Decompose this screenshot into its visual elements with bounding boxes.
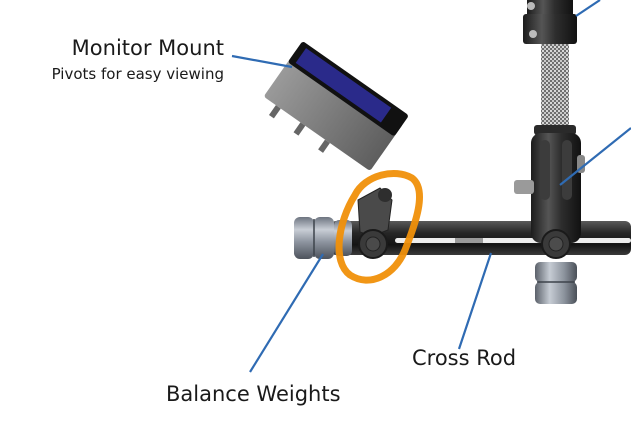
callout-monitor-mount: Monitor Mount: [71, 36, 224, 60]
balance-weights-left: [294, 217, 352, 259]
leader-top-right: [575, 0, 601, 17]
vertical-post: [514, 0, 585, 259]
leader-handle: [559, 127, 631, 186]
leader-lines: [231, 0, 631, 373]
monitor: [264, 42, 408, 170]
callout-cross-rod: Cross Rod: [412, 346, 517, 370]
leader-balance-weights: [249, 253, 324, 373]
highlight-circle: [335, 170, 423, 284]
monitor-mount-pivot: [357, 187, 393, 259]
balance-weights-right: [535, 262, 577, 304]
callout-monitor-mount-sublabel: Pivots for easy viewing: [51, 65, 224, 83]
leader-monitor-mount: [231, 54, 293, 69]
leader-cross-rod: [457, 252, 493, 350]
callout-balance-weights: Balance Weights: [166, 382, 341, 406]
